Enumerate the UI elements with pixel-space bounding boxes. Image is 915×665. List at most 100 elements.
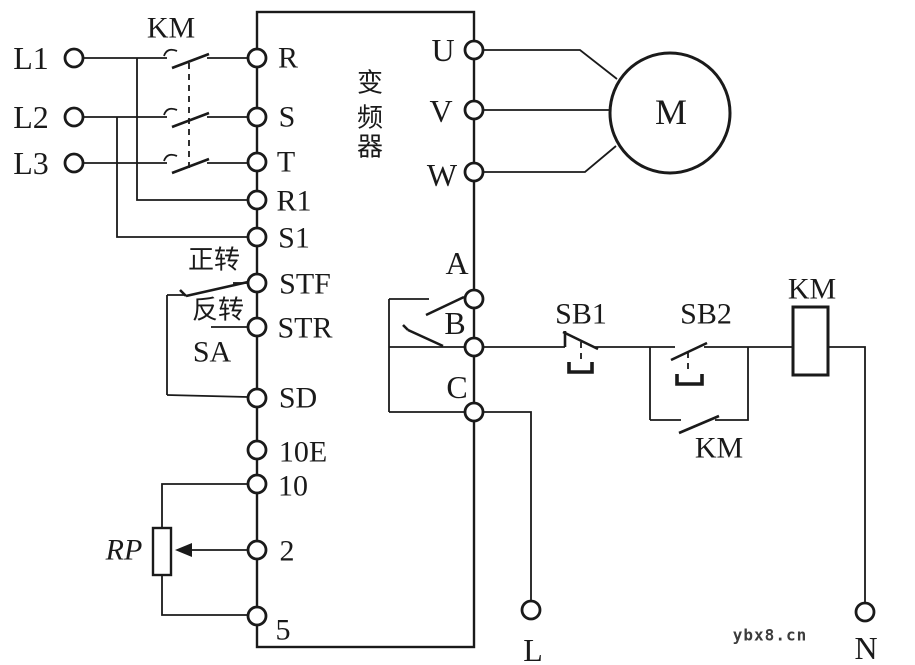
terminal-l2 — [63, 106, 85, 128]
terminal-l3 — [63, 152, 85, 174]
label-r: R — [278, 42, 298, 75]
terminal-l1 — [63, 47, 85, 69]
rp-potentiometer: RP — [105, 483, 248, 616]
watermark-text: ybx8.cn — [733, 626, 807, 645]
km-contact-pivot-3 — [163, 153, 178, 162]
mains-input-section: L1 L2 L3 KM — [13, 12, 248, 238]
motor-output-section: U V W M — [427, 32, 732, 193]
label-c: C — [446, 369, 467, 405]
terminal-s1 — [246, 226, 268, 248]
control-circuit: SB1 SB2 KM KM L N — [483, 273, 878, 665]
wire-coil-to-n — [828, 346, 866, 603]
wire-rp-to-5 — [161, 575, 248, 616]
relay-b-blade — [407, 328, 444, 348]
terminal-n-neutral — [854, 601, 876, 623]
sb1-blade — [562, 330, 599, 351]
inverter-title-char-3: 器 — [357, 133, 383, 162]
terminal-r — [246, 47, 268, 69]
sa-blade — [185, 280, 249, 298]
wire-branch-s1 — [116, 117, 248, 238]
relay-a-blade — [425, 295, 465, 317]
label-l1: L1 — [13, 40, 49, 76]
terminal-c — [463, 401, 485, 423]
label-t: T — [277, 146, 295, 179]
km-contact-blade-3 — [171, 157, 210, 175]
terminal-5 — [246, 605, 268, 627]
label-l2: L2 — [13, 99, 49, 135]
km-aux-right-wire — [715, 347, 749, 421]
label-km-main: KM — [147, 12, 195, 45]
label-2: 2 — [280, 535, 295, 568]
label-km-aux: KM — [695, 432, 743, 465]
terminal-t — [246, 151, 268, 173]
label-sb1: SB1 — [555, 298, 607, 331]
label-str: STR — [277, 312, 332, 345]
sb2-blade — [670, 341, 708, 362]
label-reverse: 反转 — [192, 296, 244, 325]
terminal-10 — [246, 473, 268, 495]
inverter-title-char-1: 变 — [357, 69, 383, 98]
terminal-b — [463, 336, 485, 358]
label-motor: M — [655, 92, 687, 132]
label-n: N — [854, 630, 877, 665]
km-aux-blade — [678, 414, 720, 435]
rp-resistor-body — [151, 526, 173, 577]
sb1-stop-button: SB1 — [555, 298, 607, 374]
wire-u-to-motor — [483, 49, 618, 80]
km-contact-blade-1 — [171, 52, 210, 70]
label-rp: RP — [105, 534, 143, 567]
terminal-stf — [246, 272, 268, 294]
label-l3: L3 — [13, 145, 49, 181]
wire-10-to-rp — [161, 483, 248, 528]
sb2-actuator-cap — [675, 374, 704, 386]
motor-circle — [608, 51, 732, 175]
km-coil-body — [791, 305, 830, 377]
label-s1: S1 — [278, 222, 310, 255]
sb1-actuator-cap — [567, 362, 594, 374]
terminal-str — [246, 316, 268, 338]
sa-selector-switch: 正转 反转 SA — [166, 246, 249, 398]
label-sd: SD — [279, 382, 317, 415]
km-aux-contact: KM — [650, 347, 749, 465]
km-contact-blade-2 — [171, 111, 210, 129]
label-sb2: SB2 — [680, 298, 732, 331]
terminal-2 — [246, 539, 268, 561]
label-stf: STF — [279, 268, 331, 301]
inverter-left-terminals: R S T R1 S1 STF STR SD 10E 10 2 5 — [246, 42, 333, 647]
label-a: A — [445, 245, 468, 281]
label-10: 10 — [278, 470, 308, 503]
label-forward: 正转 — [188, 246, 240, 275]
label-5: 5 — [276, 614, 291, 647]
terminal-l-line — [520, 599, 542, 621]
label-l: L — [523, 632, 543, 665]
label-s: S — [279, 101, 296, 134]
label-sa: SA — [193, 336, 232, 369]
km-coil: KM — [788, 273, 836, 377]
wire-branch-r1 — [136, 58, 248, 201]
sa-to-sd — [166, 394, 249, 398]
sb2-start-button: SB2 — [670, 298, 732, 386]
rp-wiper-arrow — [175, 543, 192, 557]
terminal-w — [463, 161, 485, 183]
terminal-10e — [246, 439, 268, 461]
terminal-r1 — [246, 189, 268, 211]
wire-c-to-l — [483, 411, 532, 601]
label-v: V — [429, 93, 452, 129]
terminal-v — [463, 99, 485, 121]
label-u: U — [431, 32, 454, 68]
label-km-coil: KM — [788, 273, 836, 306]
inverter-title-char-2: 频 — [357, 104, 383, 133]
terminal-a — [463, 288, 485, 310]
terminal-s — [246, 106, 268, 128]
label-10e: 10E — [279, 436, 327, 469]
terminal-u — [463, 39, 485, 61]
km-contact-pivot-2 — [163, 107, 178, 116]
label-w: W — [427, 157, 458, 193]
km-contact-pivot-1 — [163, 48, 178, 57]
relay-b-blade-tick — [402, 324, 409, 331]
terminal-sd — [246, 387, 268, 409]
relay-contact-block: A B C — [388, 245, 485, 423]
wire-w-to-motor — [483, 145, 617, 173]
